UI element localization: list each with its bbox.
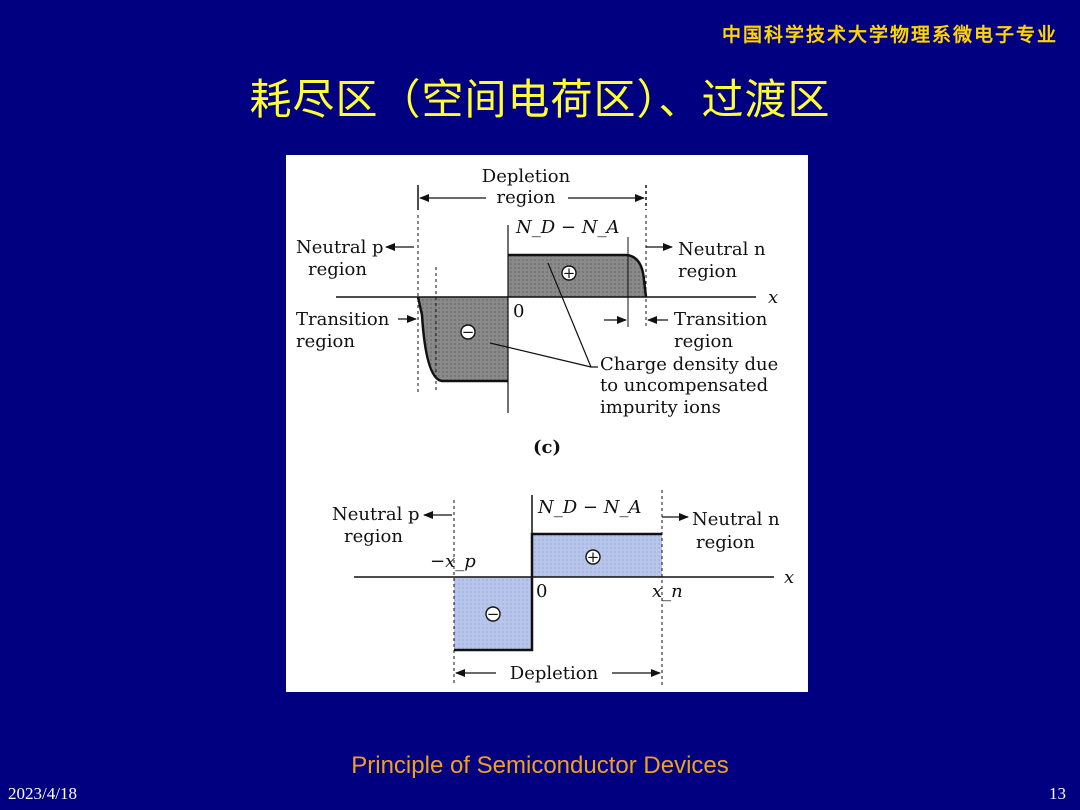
- organization-header: 中国科学技术大学物理系微电子专业: [721, 24, 1058, 46]
- neutral-n-label-d: Neutral n: [692, 509, 780, 530]
- neutral-p-label-c: Neutral p: [296, 237, 384, 258]
- neutral-n-label-c: Neutral n: [678, 239, 766, 260]
- positive-charge-region-c: [508, 255, 646, 297]
- minus-circle-c: [460, 324, 476, 340]
- figure-c: Depletion region N_D − N_A x 0 + − Neutr…: [296, 166, 778, 458]
- positive-charge-outline-c: [508, 253, 648, 298]
- figure-d: N_D − N_A x 0 −x_p x_n + − Neutral p reg…: [332, 490, 794, 685]
- neutral-p-label-d: Neutral p: [332, 504, 420, 525]
- minus-sign-c: −: [462, 323, 475, 341]
- figure-c-caption: (c): [533, 437, 561, 458]
- transition-right-label-c: Transition: [674, 309, 768, 330]
- transition-right-region-label-c: region: [674, 331, 733, 352]
- minus-circle-d: [485, 606, 501, 622]
- depletion-bottom-label: Depletion: [510, 663, 599, 684]
- figure-panel: Depletion region N_D − N_A x 0 + − Neutr…: [286, 155, 808, 692]
- plus-circle-d: [585, 549, 601, 565]
- transition-left-region-label-c: region: [296, 331, 355, 352]
- negative-charge-region-c: [418, 297, 508, 381]
- neutral-n-region-label-c: region: [678, 261, 737, 282]
- depletion-top-region-label: region: [497, 187, 556, 208]
- charge-density-line1: Charge density due: [600, 354, 778, 375]
- neutral-p-region-label-d: region: [344, 526, 403, 547]
- neutral-n-region-label-d: region: [696, 532, 755, 553]
- xn-label: x_n: [652, 581, 683, 602]
- x-axis-label-c: x: [768, 287, 778, 308]
- charge-density-line3: impurity ions: [600, 397, 721, 418]
- origin-label-d: 0: [536, 581, 547, 602]
- plus-sign-d: +: [587, 548, 600, 566]
- plus-sign-c: +: [563, 264, 576, 282]
- x-axis-label-d: x: [784, 567, 794, 588]
- negative-charge-outline-c: [416, 296, 508, 383]
- minus-sign-d: −: [487, 605, 500, 623]
- callout-line-negative-c: [489, 342, 592, 368]
- slide-date: 2023/4/18: [8, 784, 77, 803]
- doping-label-d: N_D − N_A: [537, 497, 641, 518]
- depletion-top-label: Depletion: [482, 166, 571, 187]
- depletion-diagram: Depletion region N_D − N_A x 0 + − Neutr…: [296, 166, 794, 685]
- neutral-p-region-label-c: region: [308, 259, 367, 280]
- doping-label-c: N_D − N_A: [515, 217, 619, 238]
- origin-label-c: 0: [513, 301, 524, 322]
- minus-xp-label: −x_p: [430, 551, 476, 572]
- slide-title: 耗尽区（空间电荷区）、过渡区: [249, 75, 831, 124]
- transition-left-label-c: Transition: [296, 309, 390, 330]
- plus-circle-c: [561, 265, 577, 281]
- page-number: 13: [1049, 784, 1066, 803]
- course-title: Principle of Semiconductor Devices: [351, 752, 729, 779]
- charge-density-line2: to uncompensated: [600, 375, 768, 396]
